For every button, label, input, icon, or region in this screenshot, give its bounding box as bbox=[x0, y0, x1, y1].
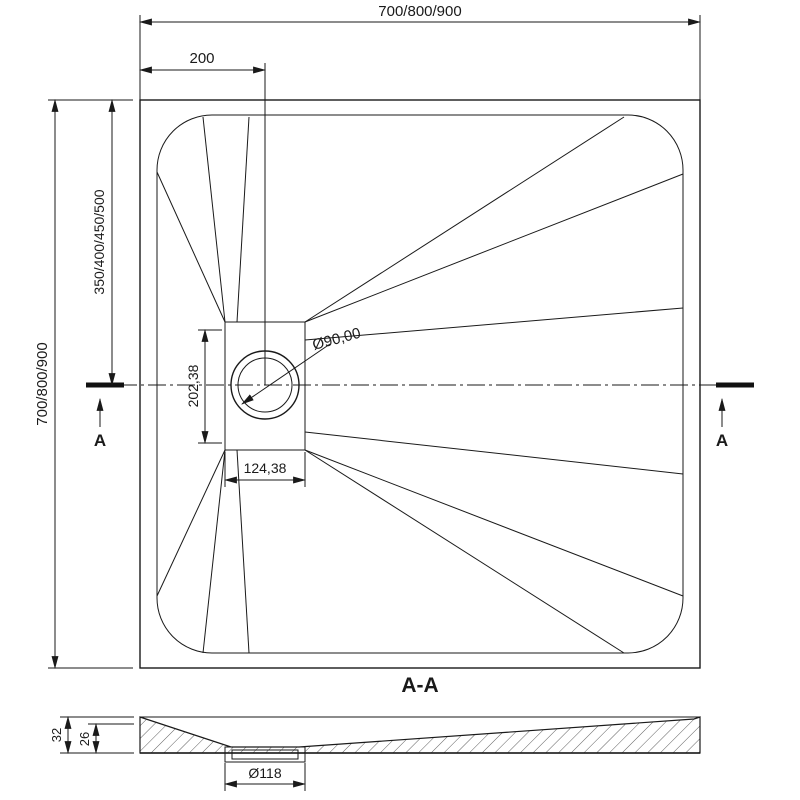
section-mark-left-label: A bbox=[94, 431, 106, 450]
dim-drain-center-y-label: 202,38 bbox=[185, 364, 201, 407]
dim-total-height-label: 32 bbox=[49, 728, 64, 742]
dim-drain-diameter-label: Ø90,00 bbox=[311, 325, 363, 354]
plan-view: A A 700/800/900 200 700/800/900 350/400/… bbox=[34, 3, 754, 670]
section-view: 32 26 Ø118 bbox=[49, 715, 701, 791]
dim-drain-width-label: 124,38 bbox=[244, 460, 287, 476]
dim-drain-width: 124,38 bbox=[223, 452, 307, 487]
dim-drain-offset-y-label: 350/400/450/500 bbox=[91, 189, 107, 294]
dim-drain-diameter: Ø90,00 bbox=[241, 325, 363, 405]
dim-drain-offset-y: 350/400/450/500 bbox=[91, 98, 116, 387]
section-mark-right-label: A bbox=[716, 431, 728, 450]
section-title: A-A bbox=[401, 674, 438, 697]
section-profile bbox=[139, 716, 701, 754]
dim-inner-height: 26 bbox=[77, 722, 134, 755]
dim-inner-height-label: 26 bbox=[77, 732, 92, 746]
dim-drain-hole-label: Ø118 bbox=[248, 765, 281, 781]
dim-height-left: 700/800/900 bbox=[34, 98, 133, 670]
tray-outline bbox=[139, 99, 701, 669]
dim-width-top: 700/800/900 bbox=[138, 3, 702, 100]
dim-drain-center-y: 202,38 bbox=[185, 328, 222, 445]
dim-drain-hole: Ø118 bbox=[223, 763, 307, 791]
tray-inner-edge bbox=[156, 114, 684, 654]
dim-drain-offset-x-label: 200 bbox=[189, 50, 214, 67]
drain-flange-section bbox=[224, 746, 306, 763]
dim-width-top-label: 700/800/900 bbox=[378, 3, 461, 20]
dim-drain-offset-x: 200 bbox=[138, 50, 267, 385]
dim-height-left-label: 700/800/900 bbox=[34, 342, 51, 425]
slope-lines bbox=[156, 116, 684, 654]
